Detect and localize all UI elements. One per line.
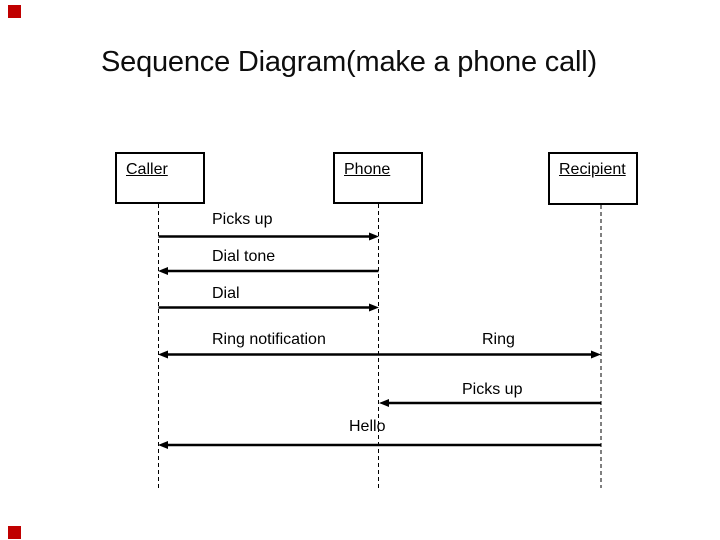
message-label-hello: Hello [349, 418, 386, 435]
arrowhead-icon [369, 232, 379, 241]
corner-marker [8, 5, 21, 18]
message-arrow-picks-up-2 [379, 399, 601, 407]
message-label-picks-up-1: Picks up [212, 211, 273, 228]
message-arrow-hello [158, 441, 601, 449]
message-arrow-ring-notification-and-ring [158, 350, 601, 359]
message-label-dial: Dial [212, 285, 240, 302]
arrowhead-icon [369, 303, 379, 312]
arrowhead-icon [379, 399, 389, 407]
actor-label-recipient: Recipient [559, 161, 626, 178]
message-label-picks-up-2: Picks up [462, 381, 523, 398]
message-arrow-dial [158, 303, 379, 312]
actor-box-caller: Caller [115, 152, 205, 204]
slide-title: Sequence Diagram(make a phone call) [101, 46, 597, 78]
actor-box-phone: Phone [333, 152, 423, 204]
arrowhead-icon [158, 267, 168, 275]
actor-label-phone: Phone [344, 161, 391, 178]
actor-box-recipient: Recipient [548, 152, 638, 205]
arrowhead-icon [591, 350, 601, 359]
message-arrow-picks-up-1 [158, 232, 379, 241]
message-arrow-dial-tone [158, 267, 379, 275]
arrowhead-icon [158, 350, 168, 359]
corner-marker [8, 526, 21, 539]
actor-label-caller: Caller [126, 161, 168, 178]
message-label-ring-notification: Ring notification [212, 331, 326, 348]
message-label-dial-tone: Dial tone [212, 248, 276, 265]
message-label-ring: Ring [482, 331, 515, 348]
arrowhead-icon [158, 441, 168, 449]
